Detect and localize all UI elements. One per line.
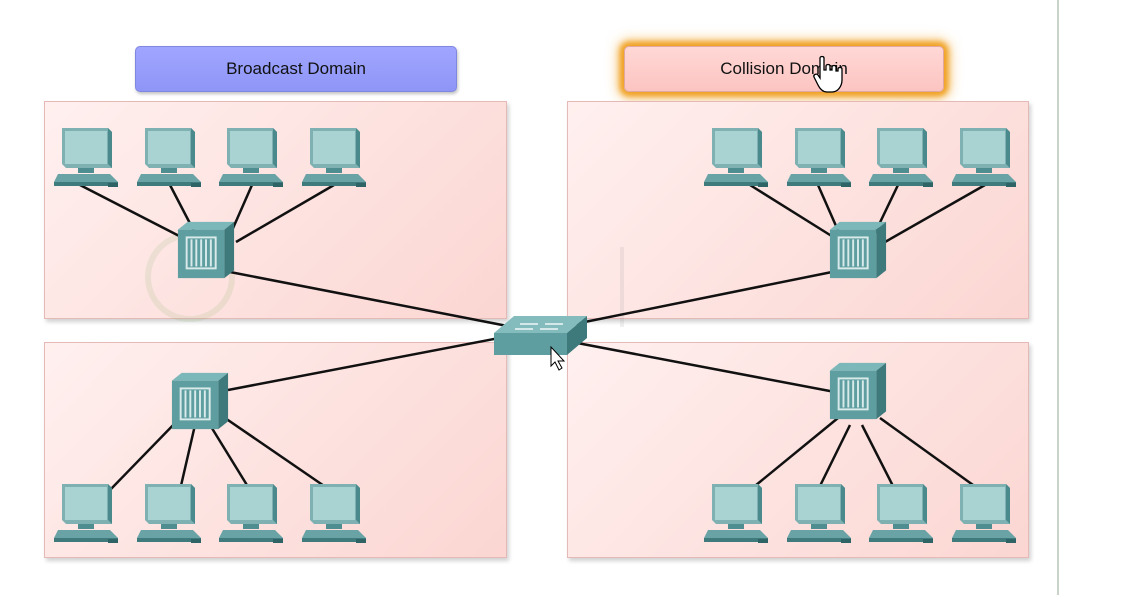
computer-icon [704,128,768,187]
computer-icon [952,128,1016,187]
computer-icon [787,484,851,543]
computer-icon [54,128,118,187]
right-divider [1057,0,1059,595]
links-bottom-right [571,340,981,492]
computer-icon [54,484,118,543]
collision-domain-button[interactable]: Collision Domain [624,46,944,92]
computer-icon [219,128,283,187]
arrow-pointer-icon [550,345,566,371]
computer-icon [137,128,201,187]
collision-domain-label: Collision Domain [720,59,848,78]
broadcast-domain-label: Broadcast Domain [226,59,366,78]
hub-icon [828,361,888,421]
computer-icon [137,484,201,543]
switch-icon [494,316,587,355]
hub-icon [170,371,230,431]
computer-icon [704,484,768,543]
hub-icon [828,220,888,280]
computer-icon [952,484,1016,543]
computer-icon [302,128,366,187]
links-top-right [564,183,986,328]
broadcast-domain-button[interactable]: Broadcast Domain [135,46,457,92]
computer-icon [869,128,933,187]
links-bottom-left [109,332,521,492]
hub-icon [176,220,236,280]
hand-pointer-icon [813,55,843,93]
links-top-left [79,183,529,332]
computer-icon [787,128,851,187]
computer-icon [219,484,283,543]
computer-icon [302,484,366,543]
computer-icon [869,484,933,543]
